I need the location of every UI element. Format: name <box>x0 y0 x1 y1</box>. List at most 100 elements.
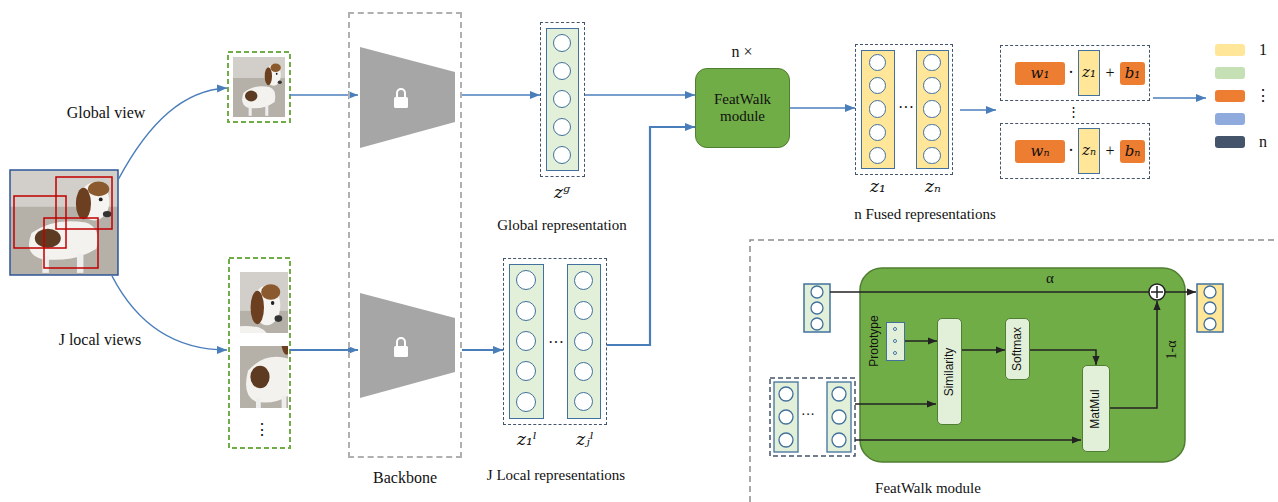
flow-arrow <box>1110 301 1157 408</box>
vector-element <box>574 392 593 411</box>
node-text: J Local representations <box>487 467 625 484</box>
frozen-encoder <box>360 293 455 398</box>
node-text: Similarity <box>943 347 957 396</box>
vector-element <box>553 146 571 164</box>
input-photo <box>14 196 66 248</box>
local-input-vectors <box>779 387 793 401</box>
vector-element <box>893 327 897 331</box>
inset-border <box>750 240 1278 502</box>
connector-arrow <box>962 349 1005 351</box>
global-feature-box: zᵍGlobal representation <box>540 22 585 177</box>
input-photo <box>10 170 118 275</box>
annotation-label: ··· <box>801 407 815 423</box>
node-text: w₁ <box>1031 65 1050 82</box>
output-vector <box>1204 318 1216 330</box>
weight-box: wₙ <box>1015 140 1065 163</box>
node-text: bₙ <box>1125 143 1141 160</box>
local-input-vectors <box>779 410 793 424</box>
node-text: zⱼˡ <box>576 430 594 450</box>
feature-vector: zₙ <box>916 50 949 169</box>
vector-element <box>923 147 940 164</box>
color-swatch <box>1215 67 1245 79</box>
flow-arrow <box>855 403 936 405</box>
input-photo <box>10 170 118 275</box>
annotation-label: ⋮ <box>1067 105 1080 120</box>
input-photo <box>56 177 112 229</box>
global-view-crop <box>233 57 285 117</box>
annotation-label: n × <box>731 43 752 61</box>
vector-element <box>553 62 571 80</box>
legend-text: 1 <box>1259 41 1267 59</box>
feature-vector: zₙ <box>1078 128 1100 174</box>
local-input-vectors <box>770 378 855 456</box>
vector-element <box>869 124 886 141</box>
connector-arrow <box>607 127 695 345</box>
feature-vector: z₁ˡ <box>509 264 544 419</box>
connector-arrow <box>462 349 503 351</box>
flow-arrow <box>855 439 1081 441</box>
color-swatch <box>1215 113 1245 125</box>
connector-arrow <box>905 340 937 342</box>
view-arrow <box>118 88 227 180</box>
add-symbol <box>1149 284 1165 300</box>
feature-vector: zⱼˡ <box>567 264 601 419</box>
annotation-label: α <box>1046 270 1054 287</box>
vector-element <box>553 118 571 136</box>
local-input-vectors <box>770 378 855 456</box>
frozen-encoder <box>360 47 455 148</box>
node-text: Prototype <box>868 315 882 366</box>
node-text: · <box>1068 62 1074 83</box>
add-symbol <box>1156 286 1158 298</box>
node-text: FeatWalk module <box>700 91 786 126</box>
node-text: FeatWalk module <box>875 480 981 497</box>
input-vector <box>811 302 823 314</box>
vector-element <box>574 362 593 381</box>
node-text: n Fused representations <box>854 206 996 223</box>
formula-box: w₁z₁b₁·+ <box>1000 45 1150 101</box>
input-photo <box>10 170 118 275</box>
node-text: z₁ <box>870 177 886 197</box>
output-vector <box>1204 286 1216 298</box>
residual-line <box>830 291 1149 293</box>
node-text: z₁ <box>1082 64 1096 81</box>
local-input-vectors <box>827 382 851 452</box>
node-text: Backbone <box>373 469 437 487</box>
feature-vector <box>546 28 579 171</box>
vector-element <box>516 361 536 381</box>
input-vector <box>804 284 830 332</box>
input-vector <box>811 318 823 330</box>
local-view-crops <box>232 296 312 420</box>
vector-element <box>574 301 593 320</box>
color-swatch <box>1215 44 1245 56</box>
vector-element <box>869 77 886 94</box>
frozen-encoder <box>360 47 455 398</box>
node-text: MatMul <box>1089 389 1103 428</box>
vector-element <box>869 100 886 117</box>
add-symbol <box>1149 284 1165 300</box>
node-text: zₙ <box>925 177 941 197</box>
vector-element <box>923 124 940 141</box>
annotation-label: ··· <box>548 334 564 352</box>
flow-arrow <box>960 109 996 111</box>
node-text: + <box>1105 142 1114 160</box>
formula-box: wₙzₙbₙ·+ <box>1000 123 1150 179</box>
node-text: Softmax <box>1011 327 1025 371</box>
global-view-crop <box>233 57 285 117</box>
node-text: Global representation <box>497 217 627 234</box>
legend-text: n <box>1259 133 1267 151</box>
local-view-crops <box>232 296 312 420</box>
node-text: + <box>1105 64 1114 82</box>
node-text: z₁ˡ <box>517 430 537 450</box>
legend-text: ⋮ <box>1255 87 1271 105</box>
output-vector <box>1197 284 1223 332</box>
vector-element <box>574 332 593 351</box>
connector-arrow <box>462 94 540 96</box>
weight-box: w₁ <box>1015 62 1065 85</box>
connector-arrow <box>1030 350 1096 365</box>
local-input-vectors <box>832 433 846 447</box>
operation-box: Similarity <box>937 318 962 425</box>
operation-box: MatMul <box>1082 365 1110 452</box>
frozen-encoder <box>394 97 408 108</box>
